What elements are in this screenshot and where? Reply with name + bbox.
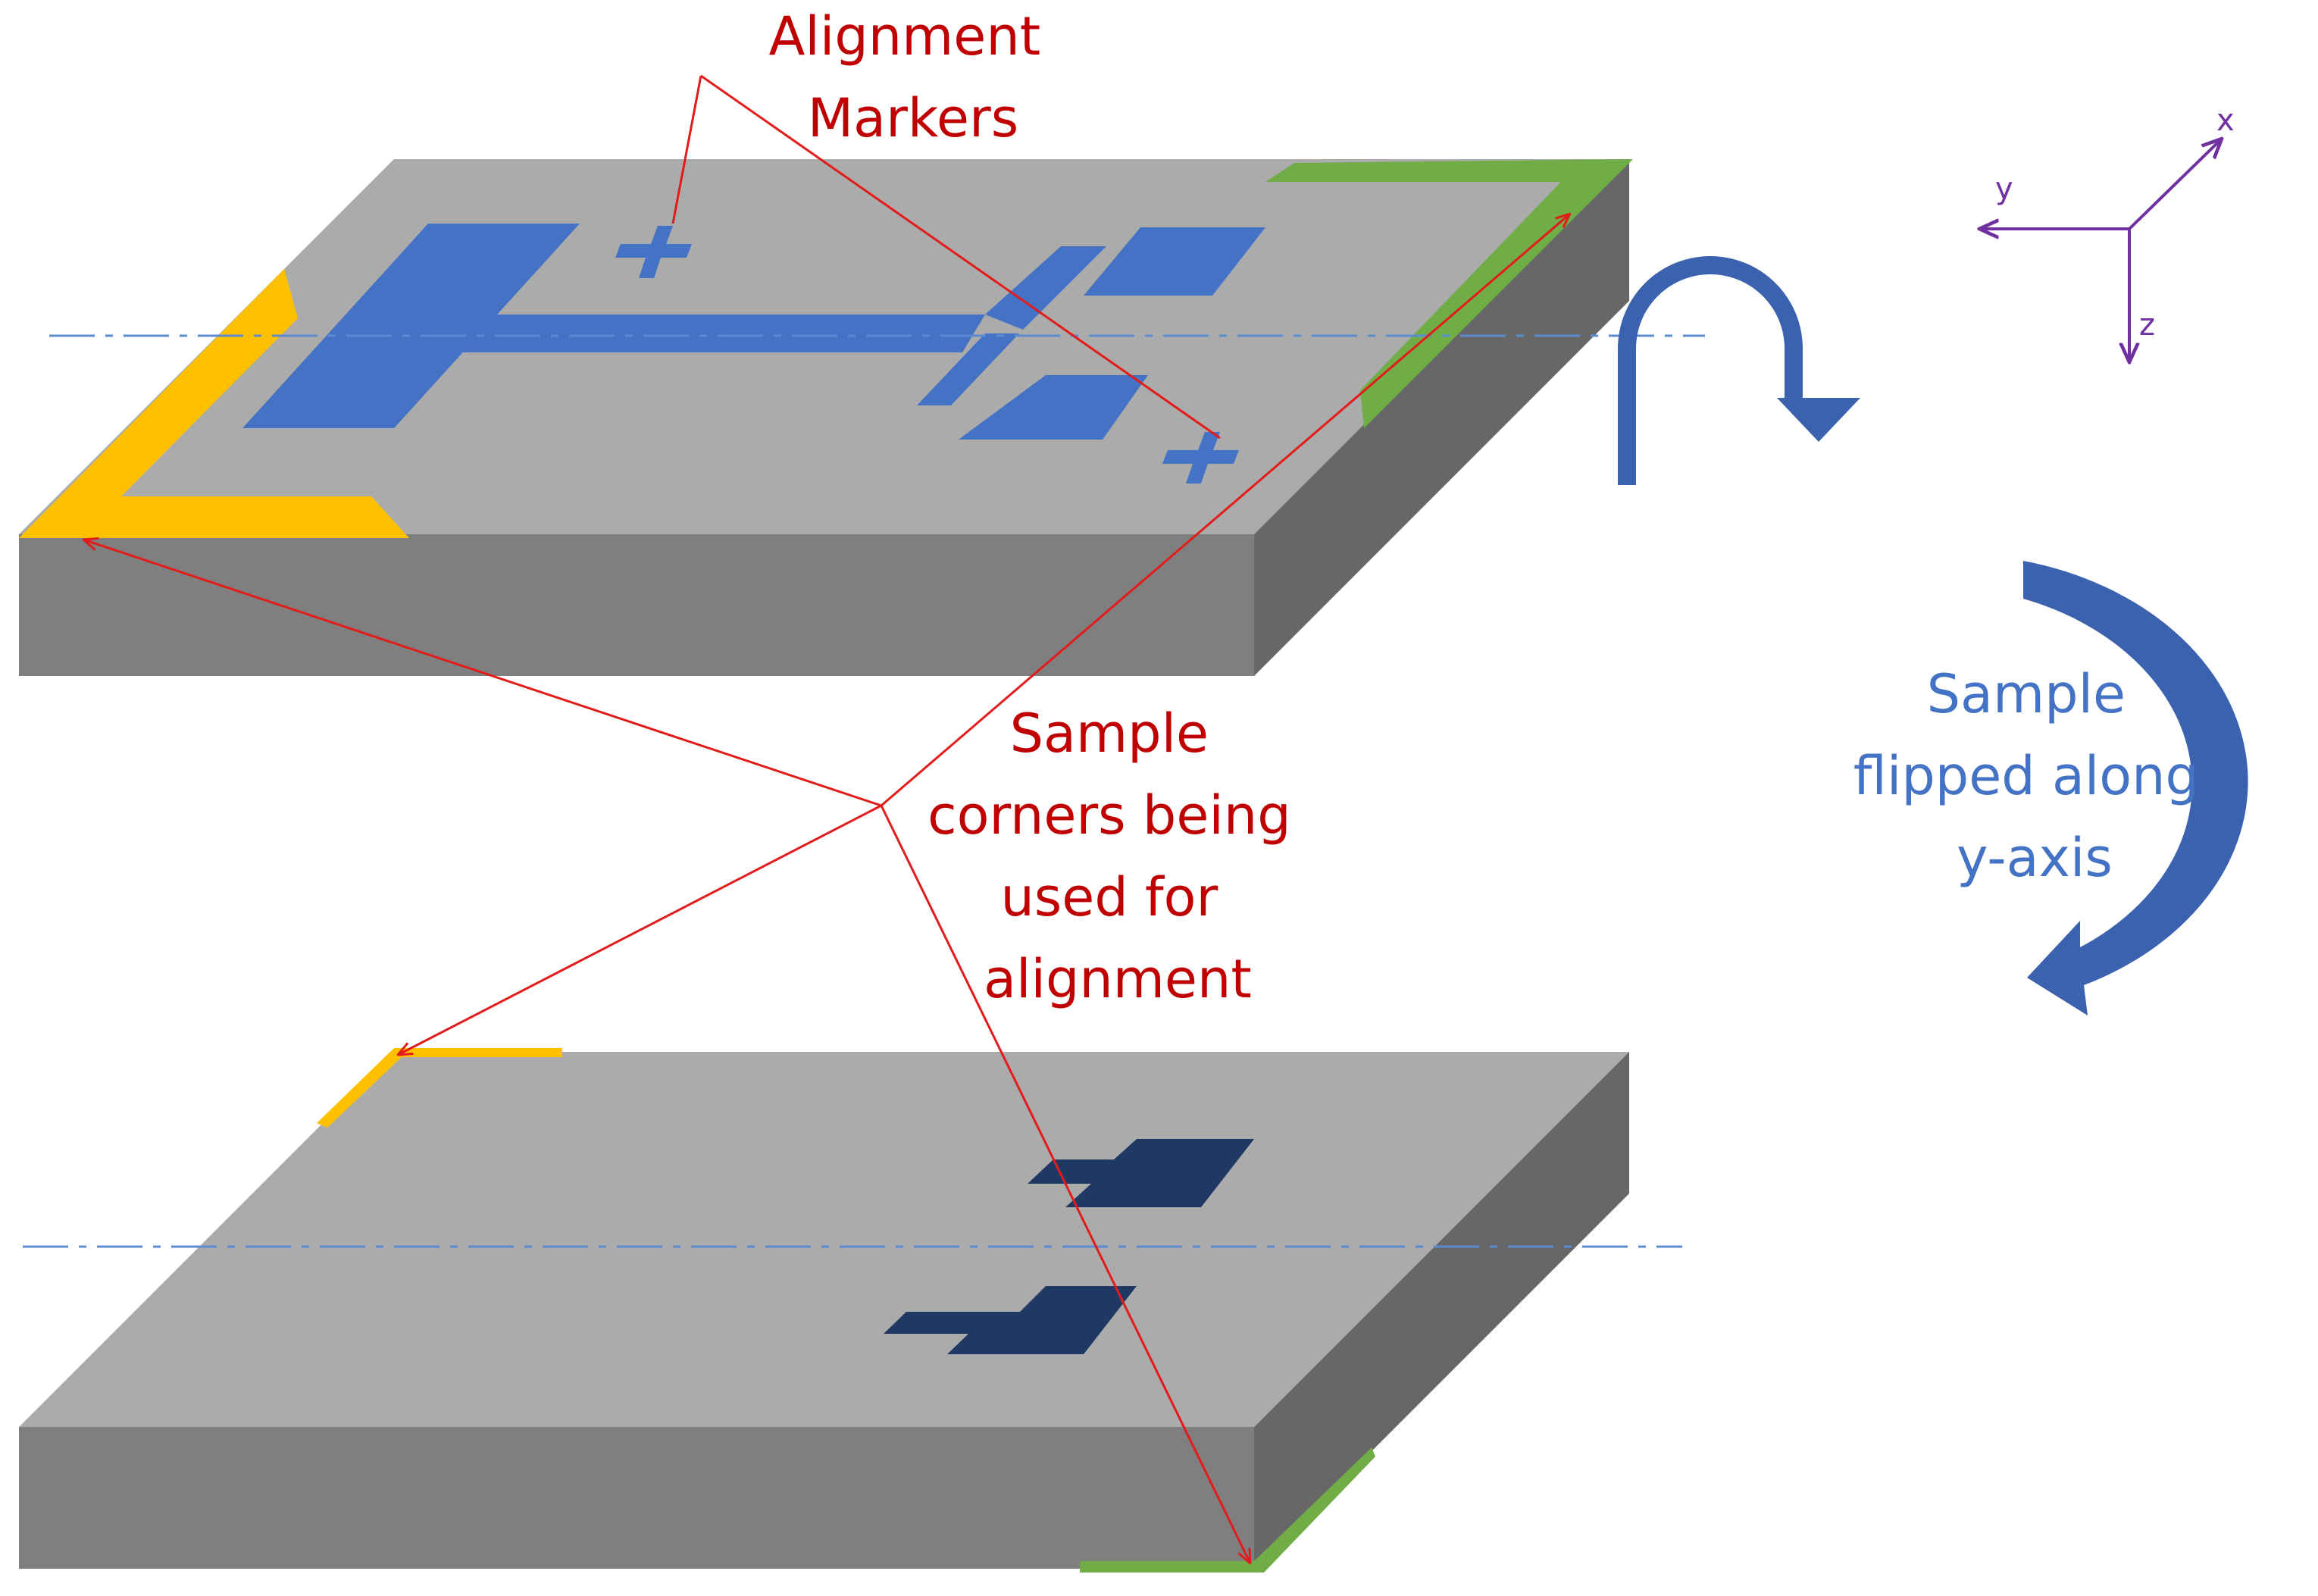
alignment-markers-line-2: Markers [808, 87, 1018, 149]
mirrored-pad-1 [1028, 1139, 1254, 1207]
flip-description-line-1: Sample [1927, 663, 2126, 725]
corner-arrow-top-left [83, 540, 882, 807]
lower-pad [959, 375, 1148, 440]
annotation-lines [83, 74, 1570, 1563]
corner-arrow-bottom-left [398, 804, 882, 1055]
mirrored-pads [884, 1139, 1254, 1354]
alignment-marker-1 [615, 226, 692, 278]
z-axis-label: z [2139, 308, 2155, 343]
sample-corners-line-4: alignment [984, 948, 1252, 1010]
corner-arrow-top-right [881, 214, 1570, 807]
x-axis-arrow [2128, 139, 2222, 230]
upper-trace [985, 246, 1106, 330]
alignment-markers-line-1: Alignment [769, 5, 1041, 67]
marker-leader-2 [700, 74, 1221, 440]
top-green-corner [1265, 159, 1633, 428]
trace-line [462, 315, 985, 352]
mirrored-pad-2 [884, 1286, 1137, 1354]
sample-corners-label: Sample corners being used for alignment [928, 703, 1308, 1010]
flip-description-line-2: flipped along [1853, 745, 2199, 807]
bottom-sample-front-face [19, 1427, 1254, 1569]
alignment-markers-label: Alignment Markers [769, 5, 1058, 149]
corner-arrow-bottom-right [880, 805, 1250, 1563]
device-pattern [242, 224, 1265, 483]
bottom-sample [19, 1048, 1629, 1573]
flip-description-line-3: y-axis [1957, 827, 2113, 889]
top-sample-front-face [19, 534, 1254, 676]
sample-corners-line-1: Sample [1010, 703, 1209, 765]
flip-description-label: Sample flipped along y-axis [1853, 663, 2216, 889]
coordinate-axes: x y z [1979, 103, 2235, 362]
lower-trace [917, 333, 1019, 405]
curved-down-arrow-icon [2023, 561, 2248, 1015]
upper-pad [1084, 227, 1265, 296]
bottom-sample-side-face [1254, 1052, 1629, 1569]
marker-leader-1 [671, 75, 702, 224]
sample-corners-line-3: used for [1000, 866, 1218, 928]
top-sample-side-face [1254, 159, 1629, 676]
bottom-yellow-corner [317, 1048, 562, 1128]
top-yellow-corner [19, 269, 409, 538]
top-sample [19, 159, 1633, 676]
y-axis-label: y [1995, 171, 2013, 206]
alignment-marker-2 [1162, 432, 1239, 483]
large-pad [242, 224, 580, 428]
bottom-green-corner [1080, 1447, 1375, 1573]
x-axis-label: x [2216, 103, 2235, 138]
u-turn-arrow-icon [1618, 256, 1860, 485]
sample-corners-line-2: corners being [928, 784, 1291, 847]
